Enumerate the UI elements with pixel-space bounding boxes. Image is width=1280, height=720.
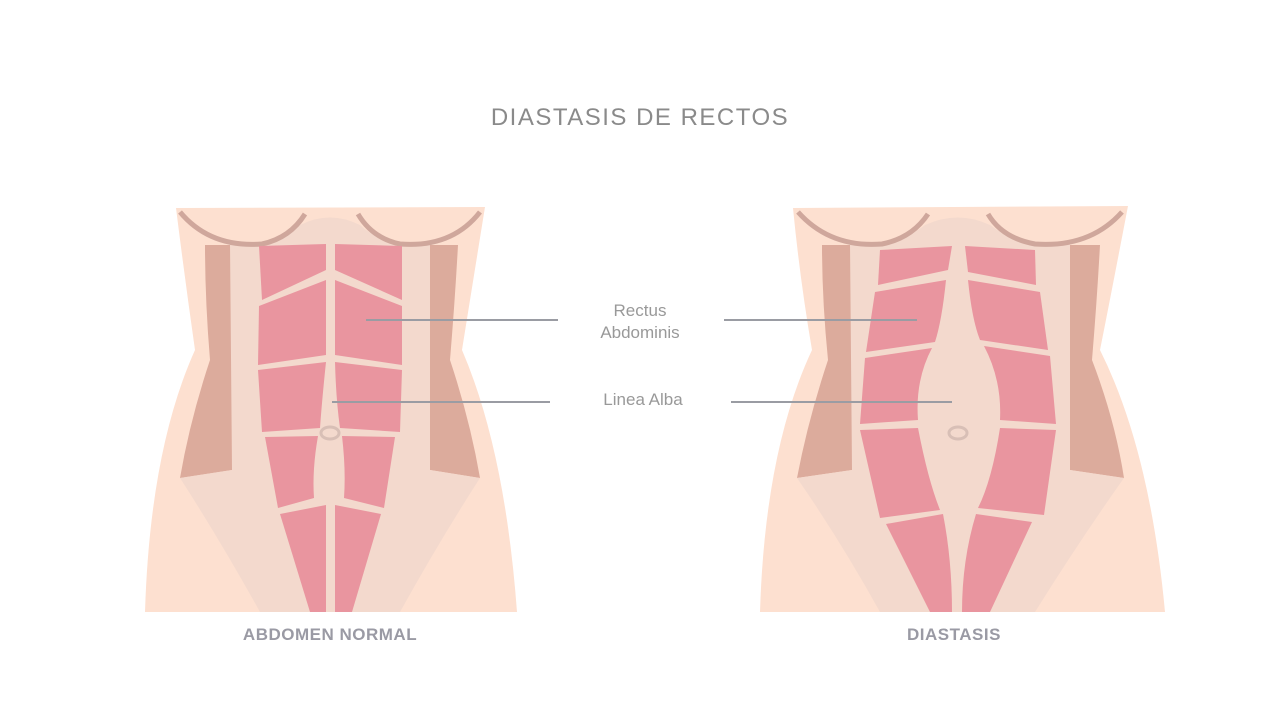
- label-rectus-abdominis: Rectus Abdominis: [540, 300, 740, 344]
- caption-diastasis: DIASTASIS: [907, 625, 1001, 644]
- muscle-block: [265, 436, 318, 508]
- muscle-block: [962, 514, 1032, 612]
- page-title: DIASTASIS DE RECTOS: [490, 104, 790, 131]
- navel-icon: [319, 425, 341, 441]
- muscle-block: [335, 362, 402, 432]
- rib-curve-left: [796, 210, 931, 247]
- muscle-block: [342, 436, 395, 508]
- fascia: [180, 217, 480, 612]
- label-line: Rectus: [613, 301, 667, 320]
- caption-normal: ABDOMEN NORMAL: [242, 625, 418, 644]
- normal-torso: [145, 207, 517, 612]
- rectus-muscle-normal: [258, 244, 402, 612]
- muscle-block: [335, 244, 402, 300]
- oblique-right: [1068, 245, 1124, 478]
- oblique-left: [180, 245, 235, 478]
- muscle-block: [978, 428, 1056, 515]
- oblique-left: [797, 245, 855, 478]
- muscle-block: [259, 244, 326, 300]
- muscle-block: [258, 280, 326, 365]
- rib-curve-right: [985, 210, 1124, 247]
- label-linea-alba: Linea Alba: [603, 390, 683, 409]
- muscle-block: [984, 346, 1056, 424]
- muscle-block: [886, 514, 952, 612]
- oblique-right: [428, 245, 480, 478]
- muscle-block: [968, 280, 1048, 350]
- muscle-block: [258, 362, 326, 432]
- muscle-block: [965, 246, 1036, 285]
- rib-curve-right: [355, 210, 482, 247]
- muscle-block: [335, 280, 402, 365]
- muscle-block: [866, 280, 946, 352]
- label-line: Abdominis: [600, 323, 680, 342]
- rectus-muscle-diastasis: [860, 246, 1056, 612]
- rib-curve-left: [178, 210, 308, 247]
- muscle-block: [860, 428, 940, 518]
- muscle-block: [860, 348, 932, 424]
- navel-icon: [947, 425, 969, 441]
- muscle-block: [280, 505, 326, 612]
- muscle-block: [878, 246, 952, 285]
- diastasis-torso: [760, 206, 1165, 612]
- muscle-block: [335, 505, 381, 612]
